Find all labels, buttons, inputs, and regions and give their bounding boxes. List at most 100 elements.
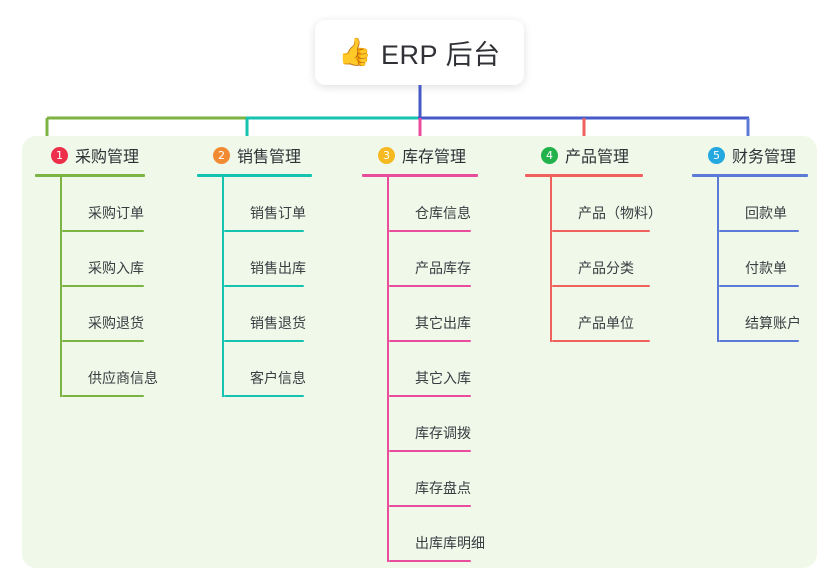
branch-item[interactable]: 销售退货	[222, 287, 347, 342]
branch-header-2[interactable]: 2 销售管理	[197, 136, 347, 174]
branch-item[interactable]: 供应商信息	[60, 342, 185, 397]
branch-header-3[interactable]: 3 库存管理	[362, 136, 512, 174]
branch-items: 产品（物料） 产品分类产品单位	[525, 177, 685, 342]
branch-item-label: 回款单	[745, 205, 787, 221]
branches-panel	[22, 136, 817, 568]
branch-trunk-line	[60, 177, 62, 397]
branch-trunk-line	[222, 177, 224, 397]
branch-item-underline	[389, 560, 471, 562]
branch-item-label: 其它入库	[415, 370, 471, 386]
branch-item-label: 销售订单	[250, 205, 306, 221]
branch-item-underline	[389, 450, 471, 452]
branch-item-underline	[389, 285, 471, 287]
branch-item-underline	[552, 285, 650, 287]
branch-item-underline	[719, 340, 799, 342]
branch-item-underline	[719, 285, 799, 287]
branch-item[interactable]: 采购入库	[60, 232, 185, 287]
branch-item-underline	[62, 340, 144, 342]
branch-item-label: 产品库存	[415, 260, 471, 276]
branch-item-underline	[389, 395, 471, 397]
branch-item-label: 采购订单	[88, 205, 144, 221]
branch-item-underline	[62, 285, 144, 287]
branch-items: 采购订单采购入库采购退货供应商信息	[35, 177, 185, 397]
branch-item-label: 供应商信息	[88, 370, 158, 386]
branch-column-1: 1 采购管理采购订单采购入库采购退货供应商信息	[35, 136, 185, 397]
branch-item-label: 其它出库	[415, 315, 471, 331]
branch-title: 产品管理	[565, 149, 630, 166]
branch-item-label: 产品单位	[578, 315, 634, 331]
branch-underline	[692, 174, 808, 177]
branch-item[interactable]: 产品库存	[387, 232, 512, 287]
branch-item[interactable]: 出库库明细	[387, 507, 512, 562]
branch-underline	[35, 174, 145, 177]
branch-item-underline	[224, 285, 304, 287]
branch-item[interactable]: 销售出库	[222, 232, 347, 287]
branch-item[interactable]: 产品（物料）	[550, 177, 685, 232]
branch-item[interactable]: 付款单	[717, 232, 839, 287]
branch-item[interactable]: 采购订单	[60, 177, 185, 232]
branch-item[interactable]: 产品单位	[550, 287, 685, 342]
branch-column-2: 2 销售管理销售订单销售出库销售退货客户信息	[197, 136, 347, 397]
branch-item-label: 出库库明细	[415, 535, 485, 551]
branch-item-label: 采购退货	[88, 315, 144, 331]
branch-item[interactable]: 采购退货	[60, 287, 185, 342]
branch-trunk-line	[717, 177, 719, 342]
branch-title: 销售管理	[237, 149, 302, 166]
branch-item-underline	[719, 230, 799, 232]
branch-item-underline	[224, 230, 304, 232]
thumbs-up-icon: 👍	[338, 37, 373, 67]
branch-item-label: 结算账户	[745, 315, 801, 331]
root-title: ERP 后台	[381, 40, 501, 70]
branch-item-label: 销售出库	[250, 260, 306, 276]
branch-item[interactable]: 回款单	[717, 177, 839, 232]
branch-item[interactable]: 库存调拨	[387, 397, 512, 452]
branch-column-4: 4 产品管理产品（物料） 产品分类产品单位	[525, 136, 685, 342]
branch-number-badge: 1	[51, 146, 68, 164]
branch-column-3: 3 库存管理仓库信息产品库存其它出库其它入库库存调拨库存盘点出库库明细	[362, 136, 512, 562]
branch-title: 财务管理	[732, 149, 797, 166]
branch-item[interactable]: 其它入库	[387, 342, 512, 397]
branch-items: 回款单付款单结算账户	[692, 177, 839, 342]
branch-item[interactable]: 产品分类	[550, 232, 685, 287]
branch-item-label: 库存盘点	[415, 480, 471, 496]
branch-items: 仓库信息产品库存其它出库其它入库库存调拨库存盘点出库库明细	[362, 177, 512, 562]
branch-items: 销售订单销售出库销售退货客户信息	[197, 177, 347, 397]
branch-item-underline	[389, 505, 471, 507]
branch-header-1[interactable]: 1 采购管理	[35, 136, 185, 174]
branch-item-label: 产品（物料）	[578, 205, 662, 221]
branch-item-label: 库存调拨	[415, 425, 471, 441]
branch-item-label: 采购入库	[88, 260, 144, 276]
branch-item-underline	[224, 395, 304, 397]
branch-item[interactable]: 其它出库	[387, 287, 512, 342]
branch-item-label: 客户信息	[250, 370, 306, 386]
branch-item[interactable]: 客户信息	[222, 342, 347, 397]
branch-item[interactable]: 库存盘点	[387, 452, 512, 507]
branch-item-underline	[552, 230, 650, 232]
branch-underline	[362, 174, 478, 177]
branch-item[interactable]: 销售订单	[222, 177, 347, 232]
branch-item-underline	[552, 340, 650, 342]
branch-item-underline	[389, 340, 471, 342]
branch-item[interactable]: 仓库信息	[387, 177, 512, 232]
root-node[interactable]: 👍 ERP 后台	[315, 20, 524, 85]
branch-column-5: 5 财务管理回款单付款单结算账户	[692, 136, 839, 342]
branch-header-4[interactable]: 4 产品管理	[525, 136, 685, 174]
branch-underline	[525, 174, 643, 177]
branch-number-badge: 2	[213, 146, 230, 164]
branch-item-label: 付款单	[745, 260, 787, 276]
branch-number-badge: 5	[708, 146, 725, 164]
branch-item-underline	[224, 340, 304, 342]
branch-item[interactable]: 结算账户	[717, 287, 839, 342]
branch-item-label: 销售退货	[250, 315, 306, 331]
branch-number-badge: 3	[378, 146, 395, 164]
branch-item-underline	[62, 230, 144, 232]
branch-item-underline	[389, 230, 471, 232]
branch-header-5[interactable]: 5 财务管理	[692, 136, 839, 174]
branch-item-underline	[62, 395, 144, 397]
branch-item-label: 产品分类	[578, 260, 634, 276]
branch-title: 库存管理	[402, 149, 467, 166]
branch-trunk-line	[387, 177, 389, 562]
branch-title: 采购管理	[75, 149, 140, 166]
branch-number-badge: 4	[541, 146, 558, 164]
